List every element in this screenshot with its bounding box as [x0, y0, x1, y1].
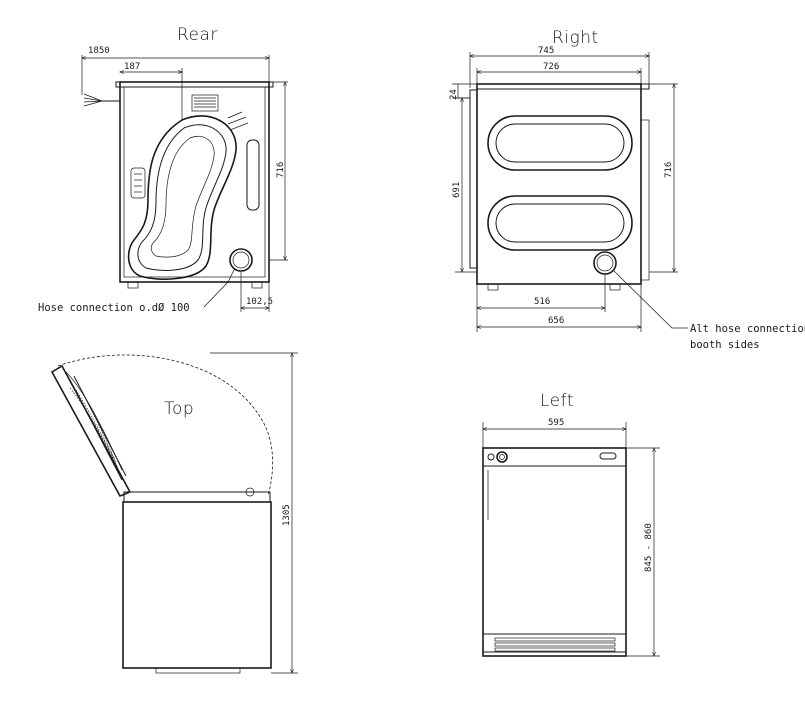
dim-overall-depth: 745 — [538, 46, 554, 56]
dim-hose-offset: 102,5 — [246, 297, 273, 307]
display-button — [599, 452, 617, 460]
rear-view: Rear — [38, 25, 288, 314]
dim-door-height: 691 — [452, 182, 462, 198]
top-view: Top 1305 — [50, 352, 298, 674]
dim-height-range: 845 - 860 — [644, 523, 654, 572]
rear-hose-outlet — [229, 248, 253, 272]
dim-body-depth: 726 — [543, 62, 559, 72]
left-view-title: Left — [540, 391, 574, 411]
top-control-panel — [123, 491, 271, 503]
power-cable — [83, 93, 120, 107]
alt-hose-leader-line — [612, 269, 688, 329]
right-door-edge — [469, 89, 478, 269]
dim-top-small: 24 — [449, 89, 459, 100]
right-lower-recess — [487, 195, 633, 251]
right-cabinet-outline — [476, 83, 642, 285]
dim-open-height: 1305 — [282, 504, 292, 526]
left-kick-plate-vents — [483, 633, 626, 653]
dim-cable-length: 1850 — [88, 46, 110, 56]
dim-cable-offset: 187 — [124, 62, 140, 72]
dim-rear-height: 716 — [276, 162, 286, 178]
open-door — [50, 364, 132, 498]
alt-hose-label-line2: booth sides — [690, 339, 760, 351]
dim-right-height: 716 — [664, 162, 674, 178]
rear-side-slot — [246, 139, 260, 211]
right-view-title: Right — [552, 28, 599, 48]
hose-connection-label: Hose connection o.d. — [38, 302, 164, 314]
top-cabinet-outline — [122, 501, 272, 669]
hose-diameter-label: Ø 100 — [158, 302, 190, 314]
rear-top-vents — [191, 94, 219, 112]
right-upper-recess — [487, 115, 633, 171]
rear-view-title: Rear — [177, 25, 218, 45]
dim-base-depth: 656 — [548, 316, 564, 326]
top-view-title: Top — [164, 399, 194, 419]
door-swing-arc — [57, 354, 274, 497]
hose-leader-line — [203, 267, 236, 308]
right-view: Right 745 726 24 — [449, 28, 805, 351]
dim-width: 595 — [548, 418, 564, 428]
dim-hose-depth: 516 — [534, 297, 550, 307]
rear-drum-outline — [127, 115, 237, 280]
left-view: Left 595 845 - 860 — [482, 391, 660, 657]
left-cabinet-outline — [482, 447, 627, 657]
alt-hose-label-line1: Alt hose connection — [690, 323, 805, 335]
program-knob — [496, 451, 508, 463]
